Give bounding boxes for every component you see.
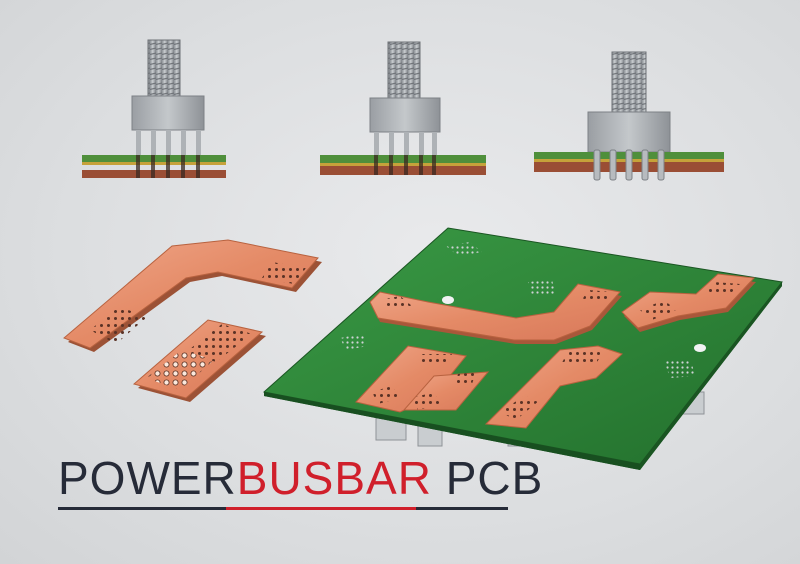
title-underline-dark-end	[416, 507, 508, 510]
pcb-busbar-right	[621, 273, 756, 332]
copper-busbar-bent	[63, 239, 322, 352]
title-power: POWER	[58, 452, 237, 504]
title-underline-red	[226, 507, 416, 510]
pcb-busbar-left-pair	[355, 345, 490, 413]
connector-press-fit-2	[320, 41, 486, 175]
copper-busbar-flat	[132, 319, 266, 402]
title-pcb: PCB	[431, 452, 544, 504]
pcb-busbar-horizontal	[369, 283, 622, 344]
title-busbar: BUSBAR	[236, 452, 432, 504]
page-title: POWERBUSBAR PCB	[58, 452, 543, 504]
title-underline-dark	[58, 507, 226, 510]
connector-press-fit-3	[534, 51, 724, 181]
pcb-busbar-lower-right	[484, 345, 623, 429]
connector-press-fit-1	[82, 39, 226, 178]
pcb-board	[262, 227, 783, 470]
